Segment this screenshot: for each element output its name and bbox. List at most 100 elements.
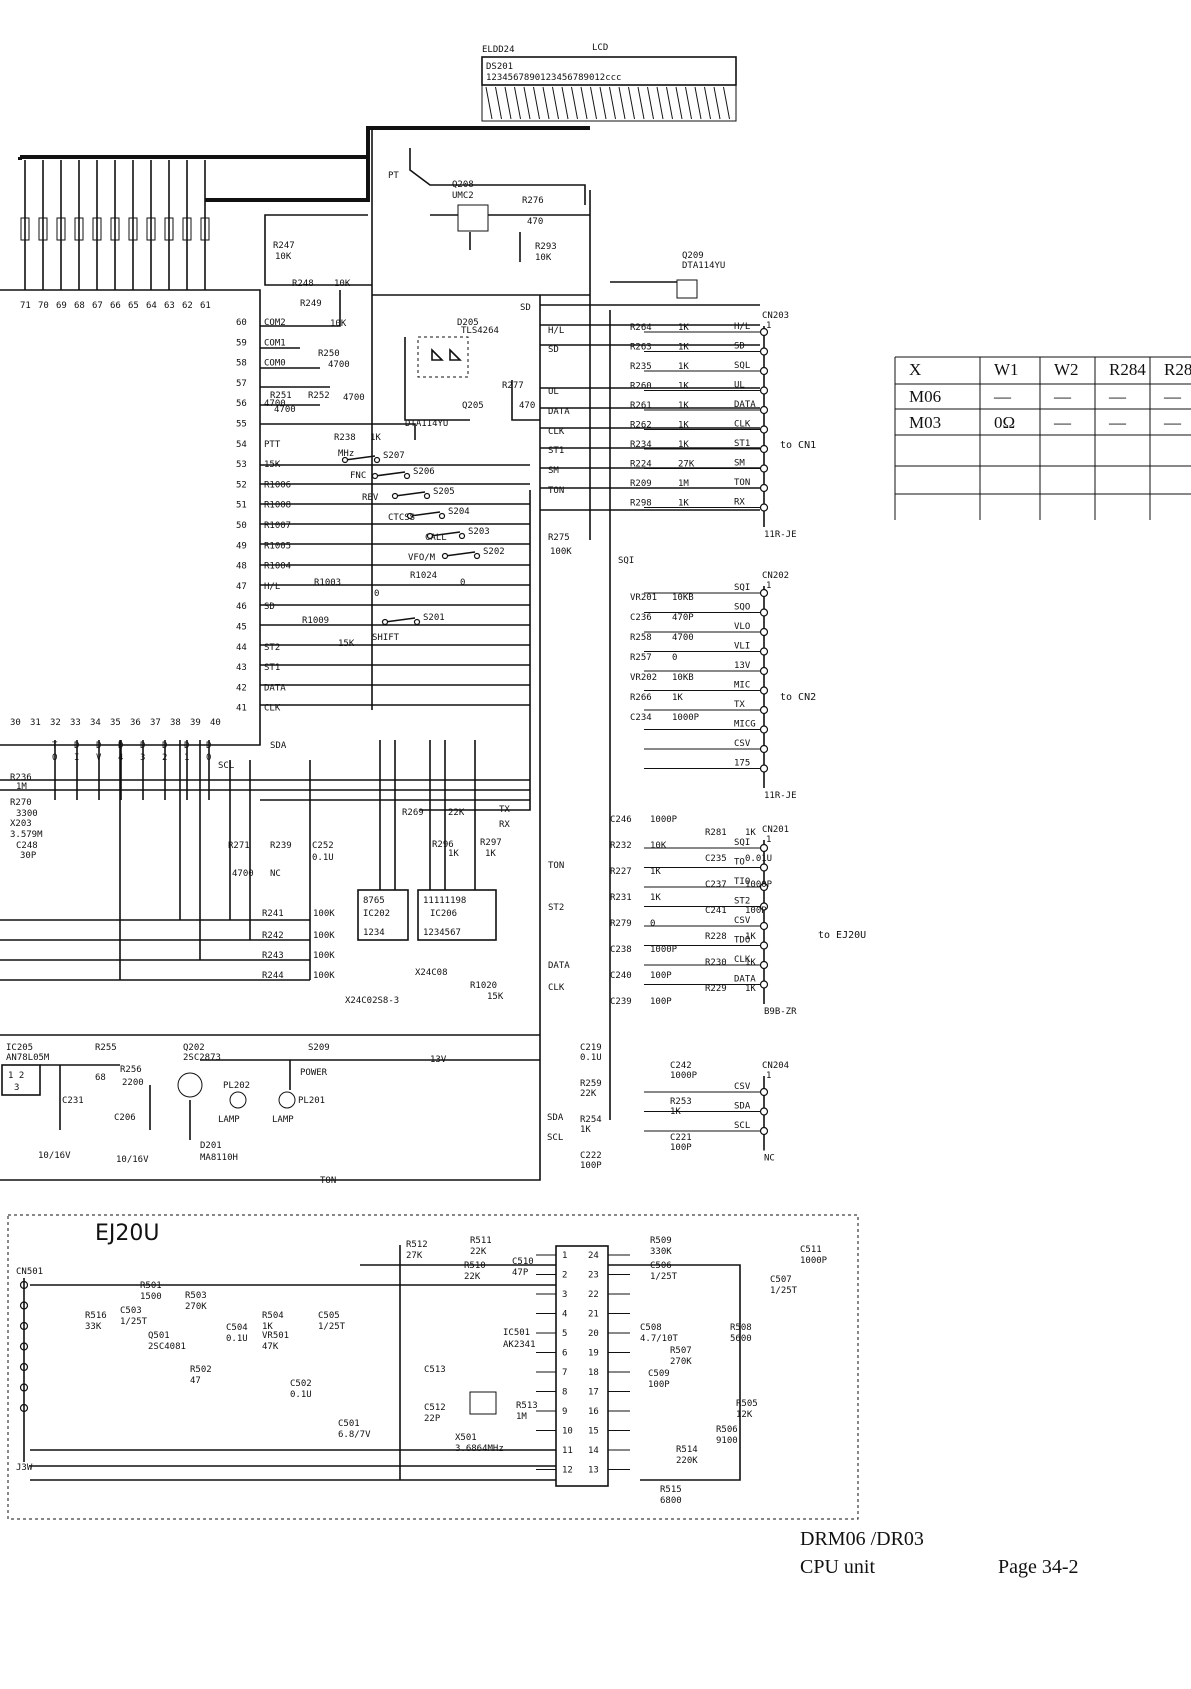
pl201-ref: PL201 [298, 1096, 325, 1106]
r250-value: 4700 [328, 360, 350, 370]
ic206-note: X24C02S8-3 [345, 996, 399, 1006]
ic202-ref: IC202 [363, 909, 390, 919]
switch-contact [409, 511, 441, 517]
q209-ref: Q209 [682, 251, 704, 261]
cn201-part-ref: C237 [705, 880, 727, 890]
table-cell: M06 [909, 387, 941, 406]
ej20u-part-ref: R504 [262, 1311, 284, 1321]
cn201-part-ref: C241 [705, 906, 727, 916]
cn202-pin-label: VLI [734, 642, 750, 652]
ej20u-part-val: 1/25T [650, 1272, 678, 1282]
cn203-res-val: 1K [678, 401, 689, 411]
cpu-top-pin-label: 69 [56, 301, 67, 311]
cpu-pin-signal: SD [264, 602, 275, 612]
r269-val: 22K [448, 808, 465, 818]
r1024-ref: R1024 [410, 571, 437, 581]
ej20u-part-val: 1M [516, 1412, 527, 1422]
cn203-res-ref: R263 [630, 343, 652, 353]
ej20u-part-val: 0.1U [226, 1334, 248, 1344]
net-clk-2: CLK [548, 983, 565, 993]
cn201-part-ref: C235 [705, 854, 727, 864]
cpu-top-pin-label: 62 [182, 301, 193, 311]
r255-ref: R255 [95, 1043, 117, 1053]
ic501-pin-left: 4 [562, 1310, 567, 1320]
ic501-pin-right: 16 [588, 1407, 599, 1417]
r238-value: 1K [370, 433, 381, 443]
cpu-pin-number: 41 [236, 704, 247, 714]
cpu-bottom-pin-label: 30 [10, 718, 21, 728]
ej20u-part-ref: C510 [512, 1257, 534, 1267]
cpu-pin-number: 58 [236, 359, 247, 369]
r252-label: R252 [308, 391, 330, 401]
cpu-bottom-pin-label: 31 [30, 718, 41, 728]
cn203-pin-label: SM [734, 459, 745, 469]
cn201-part-ref: C240 [610, 971, 632, 981]
cpu-pin-number: 53 [236, 460, 247, 470]
cn202-pin [759, 608, 769, 617]
ej20u-part-ref: R512 [406, 1240, 428, 1250]
cn202-pin-label: TX [734, 700, 745, 710]
table-header-cell: R284 [1109, 360, 1146, 379]
cn202-pin-label: SQI [734, 583, 750, 593]
r250-label: R250 [318, 349, 340, 359]
ic501-pin-left: 1 [562, 1251, 567, 1261]
c252-ref: C252 [312, 841, 334, 851]
cn202-ref: CN202 [762, 571, 789, 581]
cpu-pin-signal: COM2 [264, 318, 286, 328]
cpu-pin-number: 50 [236, 521, 247, 531]
net-clk: CLK [548, 427, 565, 437]
cn202-part-val: 4700 [672, 633, 694, 643]
cn202-pin-label: VLO [734, 622, 750, 632]
ej20u-part-ref: R510 [464, 1261, 486, 1271]
cn203-res-ref: R224 [630, 460, 652, 470]
cn201-pin-label: ST2 [734, 897, 750, 907]
r255-val: 68 [95, 1073, 106, 1083]
r1009-val: 15K [338, 639, 355, 649]
cn202-part-val: 1K [672, 693, 683, 703]
ej20u-part-val: 270K [670, 1357, 692, 1367]
r293-ref: R293 [535, 242, 557, 252]
net-st2: ST2 [548, 903, 564, 913]
switch-ref: S201 [423, 613, 445, 623]
net-sd-2: SD [548, 345, 559, 355]
table-cell: — [1053, 387, 1072, 406]
cn204-part-ref: C219 [580, 1043, 602, 1053]
cn201-part-ref: C238 [610, 945, 632, 955]
cn204-pin-label: SCL [734, 1121, 750, 1131]
lcd-ref: DS201 [486, 62, 513, 72]
cn204-part-val: 22K [580, 1089, 597, 1099]
cn203-res-ref: R209 [630, 479, 652, 489]
cn203-res-ref: R260 [630, 382, 652, 392]
cn203-pin [759, 327, 769, 337]
ej20u-part-ref: R506 [716, 1425, 738, 1435]
r248-label: R248 [292, 279, 314, 289]
r275-val: 100K [550, 547, 572, 557]
table-cell: — [1163, 387, 1182, 406]
net-ton-3: TON [320, 1176, 336, 1186]
ic205-type: AN78L05M [6, 1053, 50, 1063]
r256-val: 2200 [122, 1078, 144, 1088]
net-sqi: SQI [618, 556, 634, 566]
switch-contact [444, 551, 476, 557]
cn203-pin [759, 444, 769, 454]
ej20u-part-val: 330K [650, 1247, 672, 1257]
cn203-res-val: 1K [678, 421, 689, 431]
ej20u-part-ref: R508 [730, 1323, 752, 1333]
ej20u-part-ref: C506 [650, 1261, 672, 1271]
cpu-pin-signal: R1007 [264, 521, 291, 531]
net-sda-label: SDA [270, 741, 287, 751]
cn204-part-val: 100P [670, 1143, 692, 1153]
cn203-pin-label: SQL [734, 361, 750, 371]
r270-val: 3300 [16, 809, 38, 819]
cpu-pin-number: 51 [236, 501, 247, 511]
r297-val: 1K [485, 849, 496, 859]
r241-val: 100K [313, 909, 335, 919]
ic206-pins-bot: 1234567 [423, 928, 461, 938]
cn203-res-val: 1K [678, 343, 689, 353]
net-data-2: DATA [548, 961, 570, 971]
cn201-pin [759, 980, 769, 989]
cpu-pin-signal: R1006 [264, 480, 291, 490]
cn203-res-ref: R298 [630, 499, 652, 509]
